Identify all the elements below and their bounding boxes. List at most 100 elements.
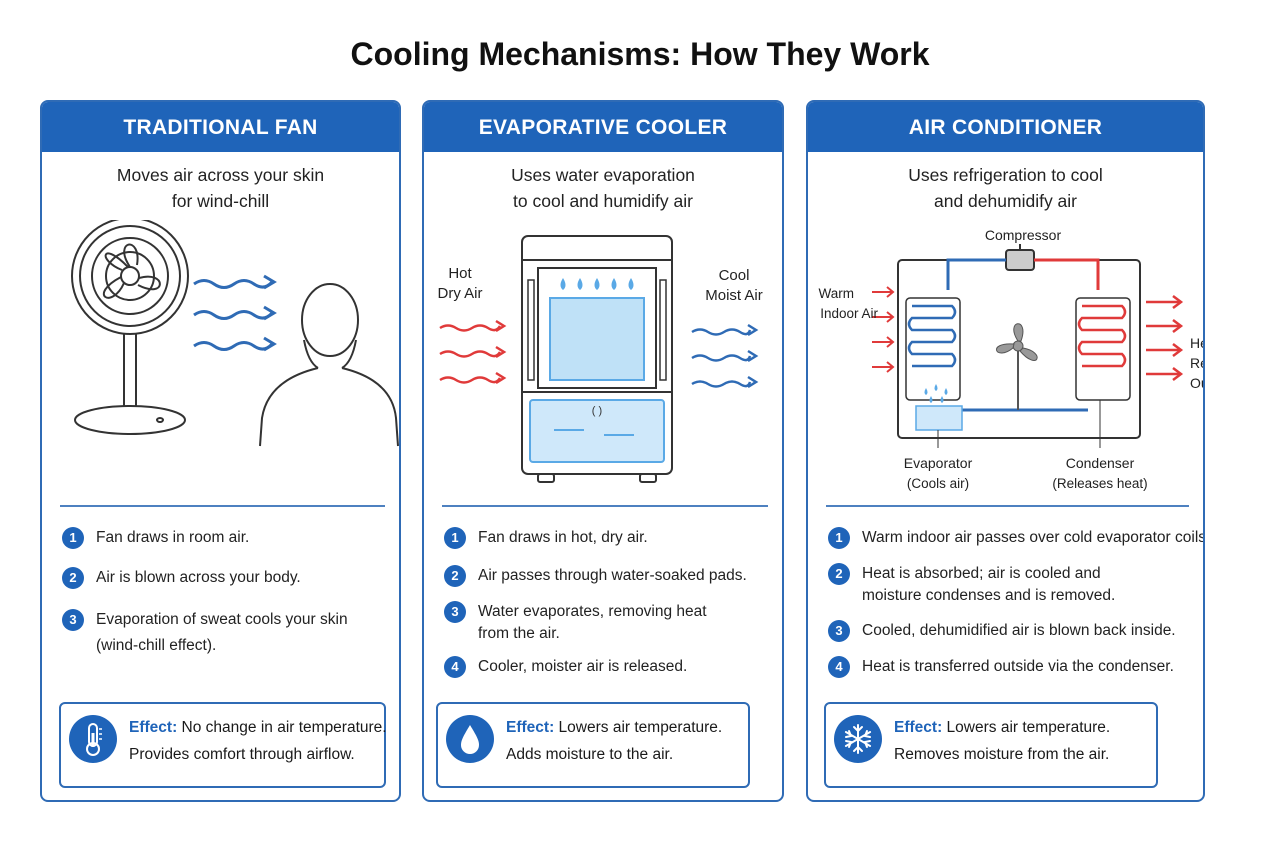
subtitle-line: and dehumidify air [934, 191, 1077, 211]
step-text: (wind-chill effect). [96, 637, 217, 654]
step-text: Air passes through water-soaked pads. [478, 567, 747, 584]
fan-illustration [71, 220, 399, 447]
evaporator-coil-icon [905, 297, 961, 401]
step-number-badge: 2 [828, 563, 850, 585]
warm-air-arrows-icon [872, 286, 895, 373]
heat-released-label: Heat [1190, 335, 1205, 351]
step-text: Cooler, moister air is released. [478, 658, 688, 675]
air-conditioner-illustration: Compressor [819, 227, 1205, 491]
step-number-badge: 1 [444, 527, 466, 549]
subtitle-line: Uses water evaporation [511, 165, 695, 185]
step-item: 4 Heat is transferred outside via the co… [828, 656, 1174, 678]
svg-text:( ): ( ) [592, 405, 602, 417]
section-divider [60, 505, 385, 507]
effect-box: Effect: Lowers air temperature. Adds moi… [436, 702, 750, 788]
subtitle-line: for wind-chill [171, 191, 270, 211]
step-text: Water evaporates, removing heat [478, 603, 707, 620]
panel-traditional-fan: TRADITIONAL FAN Moves air across your sk… [40, 100, 401, 802]
condenser-coil-icon [1075, 297, 1131, 401]
step-item: 2 Air passes through water-soaked pads. [444, 565, 747, 587]
effect-line-1: Effect: No change in air temperature. [129, 719, 387, 737]
effect-text: Lowers air temperature. [946, 719, 1111, 736]
step-text: Heat is transferred outside via the cond… [862, 658, 1174, 675]
panel-air-conditioner: AIR CONDITIONER Uses refrigeration to co… [806, 100, 1205, 802]
cool-air-label: Cool [719, 267, 750, 284]
evaporator-sublabel: (Cools air) [907, 476, 969, 491]
step-number-badge: 3 [444, 601, 466, 623]
panel-subtitle: Moves air across your skin for wind-chil… [42, 162, 399, 214]
ac-unit-frame [897, 244, 1141, 439]
step-item: 1 Fan draws in hot, dry air. [444, 527, 648, 549]
hot-air-label: Hot [448, 265, 472, 282]
effect-box: Effect: Lowers air temperature. Removes … [824, 702, 1158, 788]
effect-label: Effect: [894, 719, 943, 736]
person-silhouette-icon [259, 283, 399, 447]
step-item: 1 Fan draws in room air. [62, 527, 249, 549]
step-number-badge: 2 [62, 567, 84, 589]
condensate-tray-icon [915, 384, 963, 431]
thermometer-icon [69, 715, 117, 763]
effect-text: Lowers air temperature. [558, 719, 723, 736]
step-text: Air is blown across your body. [96, 569, 301, 586]
panel-evaporative-cooler: EVAPORATIVE COOLER Uses water evaporatio… [422, 100, 784, 802]
effect-line-2: Removes moisture from the air. [894, 746, 1110, 763]
panel-subtitle: Uses water evaporation to cool and humid… [424, 162, 782, 214]
panel-header: AIR CONDITIONER [808, 102, 1203, 152]
effect-line-2: Adds moisture to the air. [506, 746, 674, 763]
cool-air-label: Moist Air [705, 287, 763, 304]
pedestal-fan-icon [71, 220, 189, 435]
panel-header: TRADITIONAL FAN [42, 102, 399, 152]
step-number-badge: 3 [62, 609, 84, 631]
step-number-badge: 4 [444, 656, 466, 678]
water-drop-icon [446, 715, 494, 763]
effect-box: Effect: No change in air temperature. Pr… [59, 702, 387, 788]
warm-air-label: Indoor Air [820, 306, 878, 321]
heat-arrows-icon [1146, 295, 1184, 381]
step-text: Heat is absorbed; air is cooled and [862, 565, 1101, 582]
condenser-sublabel: (Releases heat) [1052, 476, 1147, 491]
cooler-unit-icon: ( ) [521, 235, 673, 483]
fan-icon [995, 323, 1038, 410]
effect-label: Effect: [506, 719, 555, 736]
cool-air-arrows-icon [691, 323, 759, 389]
step-item: 3 Evaporation of sweat cools your skin (… [62, 609, 348, 659]
page-title: Cooling Mechanisms: How They Work [350, 36, 930, 72]
step-item: 3 Cooled, dehumidified air is blown back… [828, 620, 1176, 642]
condenser-label: Condenser [1066, 455, 1135, 471]
section-divider [442, 505, 768, 507]
hot-air-label: Dry Air [438, 285, 483, 302]
step-text: from the air. [478, 625, 560, 642]
step-number-badge: 1 [62, 527, 84, 549]
step-number-badge: 4 [828, 656, 850, 678]
step-text: moisture condenses and is removed. [862, 587, 1116, 604]
step-number-badge: 1 [828, 527, 850, 549]
subtitle-line: Uses refrigeration to cool [908, 165, 1103, 185]
section-divider [826, 505, 1189, 507]
step-item: 2 Air is blown across your body. [62, 567, 301, 589]
effect-line-1: Effect: Lowers air temperature. [894, 719, 1110, 737]
effect-line-2: Provides comfort through airflow. [129, 746, 355, 763]
evaporator-label: Evaporator [904, 455, 973, 471]
step-text: Fan draws in room air. [96, 529, 250, 546]
step-item: 2 Heat is absorbed; air is cooled and mo… [828, 563, 1115, 607]
effect-line-1: Effect: Lowers air temperature. [506, 719, 722, 737]
step-item: 4 Cooler, moister air is released. [444, 656, 687, 678]
effect-label: Effect: [129, 719, 178, 736]
panel-header: EVAPORATIVE COOLER [424, 102, 782, 152]
water-drops-icon [560, 278, 634, 290]
hot-air-arrows-icon [439, 319, 507, 385]
subtitle-line: Moves air across your skin [116, 165, 325, 185]
evaporative-cooler-illustration: Hot Dry Air Cool Moist Air ( ) [438, 235, 763, 483]
step-item: 1 Warm indoor air passes over cold evapo… [828, 527, 1205, 549]
step-text: Warm indoor air passes over cold evapora… [862, 529, 1205, 546]
heat-released-label: Outside [1190, 375, 1205, 391]
warm-air-label: Warm [819, 286, 855, 301]
step-item: 3 Water evaporates, removing heat from t… [444, 601, 707, 645]
effect-text: No change in air temperature. [181, 719, 387, 736]
step-text: Fan draws in hot, dry air. [478, 529, 648, 546]
panel-subtitle: Uses refrigeration to cool and dehumidif… [808, 162, 1203, 214]
compressor-label: Compressor [985, 227, 1062, 243]
airflow-arrows-icon [193, 274, 277, 352]
snowflake-icon [834, 715, 882, 763]
step-text: Cooled, dehumidified air is blown back i… [862, 622, 1176, 639]
